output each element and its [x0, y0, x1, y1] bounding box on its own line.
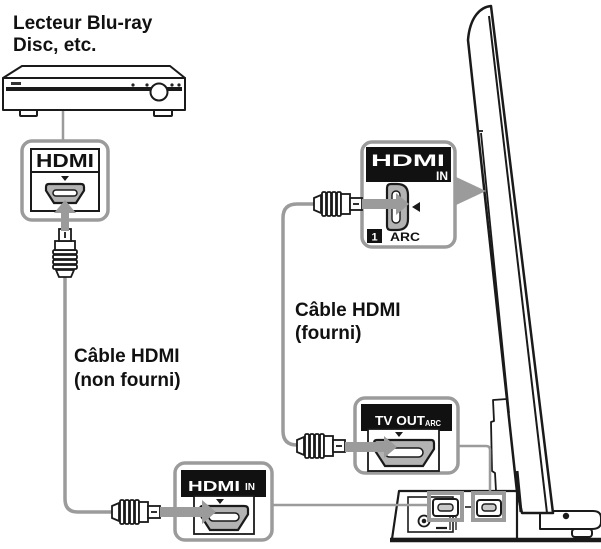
- player-front-stripe: [6, 87, 182, 91]
- hdmi-plug-icon: [111, 499, 161, 525]
- hdmi-in-direction: IN: [436, 169, 448, 183]
- hdmi-in-banner: [181, 470, 266, 497]
- port-highlight-frame: [471, 491, 506, 522]
- callout-tv-hdmi-in-port: [360, 140, 457, 249]
- hdmi-logo: HDMI: [188, 478, 240, 495]
- cable-not-supplied-label-line1: Câble HDMI: [74, 346, 180, 367]
- tv-out-banner: [361, 404, 452, 431]
- down-triangle-icon: [395, 432, 403, 437]
- tv-foot-edge: [515, 470, 523, 513]
- callout-link-line: [458, 444, 492, 493]
- insert-arrow-up-icon: [54, 200, 76, 231]
- callout-bluray-hdmi-port: [20, 139, 110, 222]
- tv-out-label: TV OUT: [375, 413, 425, 428]
- source-device-label-line1: Lecteur Blu-ray: [13, 13, 153, 34]
- hdmi-cable-not-supplied: [63, 276, 113, 514]
- insert-arrow-right-icon: [362, 193, 409, 215]
- player-logo-mark: [11, 82, 21, 85]
- callout-tv-out-arc-port: [353, 396, 460, 475]
- tv-side-profile-illustration: [466, 4, 570, 520]
- down-triangle-icon: [216, 499, 224, 504]
- callout-sound-base-hdmi-in-port: [173, 461, 274, 542]
- bluray-player-illustration: [2, 65, 186, 117]
- hdmi-plug-icon: [52, 228, 78, 278]
- hdmi-cable-supplied: [281, 202, 315, 447]
- arc-label: ARC: [390, 232, 420, 244]
- down-triangle-icon: [61, 176, 69, 181]
- cable-supplied-label-line1: Câble HDMI: [295, 300, 401, 321]
- input-number: 1: [371, 232, 377, 244]
- hdmi-plug-icon: [313, 191, 363, 217]
- hdmi-logo: HDMI: [36, 151, 94, 171]
- hdmi-in-direction: IN: [245, 482, 255, 493]
- tv-stand-neck-line: [490, 398, 508, 492]
- insert-arrow-right-icon: [160, 500, 216, 524]
- input-number-badge: [367, 229, 382, 243]
- hdmi-plug-icon: [296, 433, 346, 459]
- port-highlight-frame: [427, 491, 464, 522]
- hdmi-logo: HDMI: [371, 151, 445, 170]
- player-knob: [149, 82, 169, 102]
- insert-arrow-right-icon: [345, 436, 397, 458]
- tv-back-panel-line: [477, 130, 510, 414]
- base-foot: [571, 528, 593, 538]
- arc-label: ARC: [425, 418, 441, 428]
- hdmi-banner: [366, 147, 451, 182]
- stand-hinge-dot: [562, 512, 570, 520]
- left-triangle-icon: [412, 202, 420, 212]
- callout-pointer-icon: [454, 176, 486, 206]
- cable-not-supplied-label-line2: (non fourni): [74, 370, 181, 391]
- tv-stand-base-plate: [539, 510, 601, 530]
- cable-supplied-label-line2: (fourni): [295, 323, 361, 344]
- source-device-label-line2: Disc, etc.: [13, 35, 96, 56]
